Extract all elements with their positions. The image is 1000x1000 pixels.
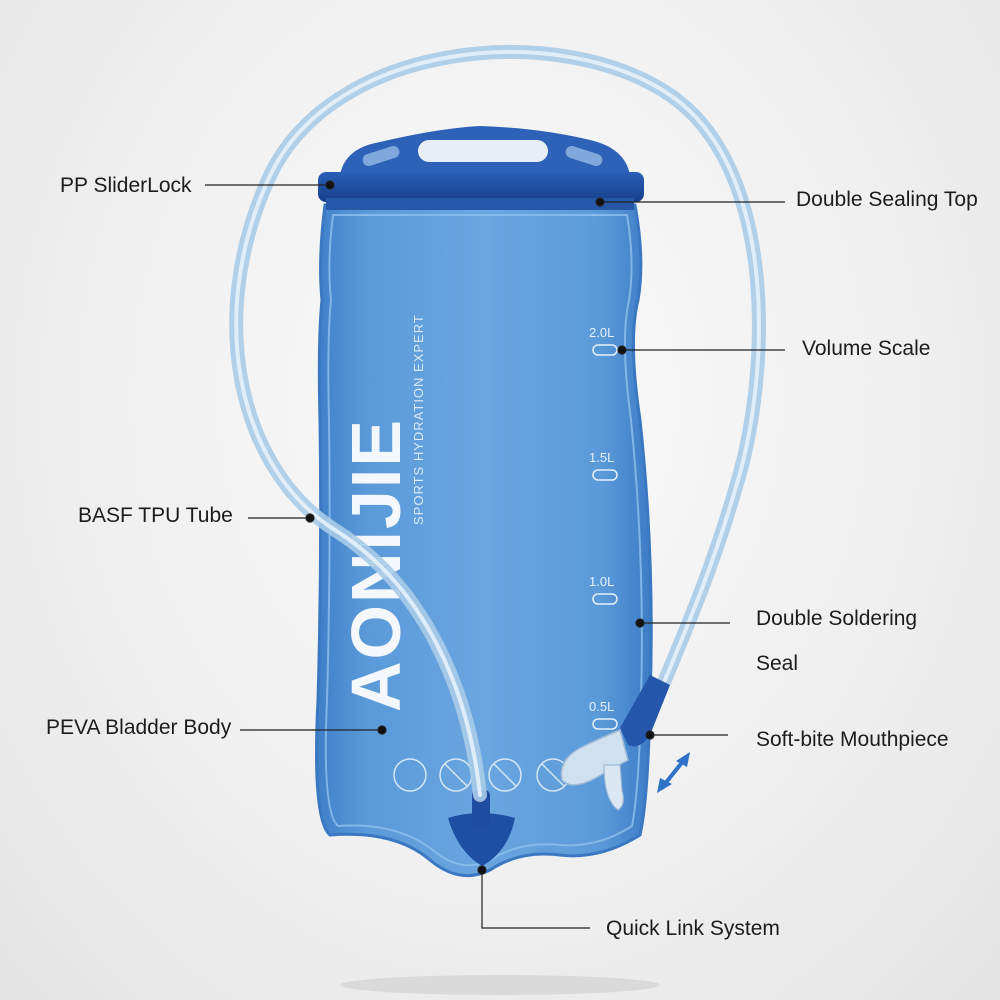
bite-valve bbox=[620, 675, 670, 747]
soft-bite-mouthpiece bbox=[560, 728, 629, 786]
quick-link-connector bbox=[448, 813, 515, 866]
handle-slot bbox=[418, 140, 548, 162]
callout-double-soldering-seal-line2: Seal bbox=[756, 652, 799, 675]
tpu-tube-highlight bbox=[234, 50, 761, 797]
callout-pp-sliderlock: PP SliderLock bbox=[60, 174, 192, 197]
handle-slot-right bbox=[565, 145, 603, 167]
brand-tagline: SPORTS HYDRATION EXPERT bbox=[411, 314, 426, 525]
rotation-arrow-icon bbox=[657, 752, 690, 793]
arrow-left-mark: → bbox=[358, 208, 369, 220]
scale-mark-1-0 bbox=[592, 593, 618, 605]
scale-label-1-5: 1.5L bbox=[589, 450, 614, 465]
scale-mark-1-5 bbox=[592, 469, 618, 481]
callout-peva-bladder-body: PEVA Bladder Body bbox=[46, 716, 232, 739]
scale-label-2-0: 2.0L bbox=[589, 325, 614, 340]
scale-mark-2-0 bbox=[592, 344, 618, 356]
floor-shadow bbox=[340, 975, 660, 995]
scale-label-0-5: 0.5L bbox=[589, 699, 614, 714]
callout-soft-bite-mouthpiece: Soft-bite Mouthpiece bbox=[756, 728, 949, 751]
callout-quick-link-system: Quick Link System bbox=[606, 917, 780, 940]
handle-slot-left bbox=[362, 145, 400, 167]
callout-double-soldering-seal-line1: Double Soldering bbox=[756, 607, 918, 630]
bladder-body bbox=[315, 203, 653, 878]
scale-label-1-0: 1.0L bbox=[589, 574, 614, 589]
sealing-strip bbox=[326, 198, 634, 210]
volume-scale: 2.0L 1.5L 1.0L 0.5L bbox=[589, 325, 618, 730]
callout-double-sealing-top: Double Sealing Top bbox=[796, 188, 978, 211]
callout-basf-tpu-tube: BASF TPU Tube bbox=[78, 504, 233, 527]
leader-lines bbox=[205, 180, 785, 929]
temperature-icon bbox=[393, 758, 427, 792]
slider-lock-bar bbox=[318, 172, 644, 202]
scale-mark-0-5 bbox=[592, 718, 618, 730]
no-dishwasher-icon bbox=[488, 758, 522, 792]
mouthpiece-tip bbox=[603, 764, 624, 811]
callout-volume-scale: Volume Scale bbox=[802, 337, 931, 360]
arrow-right-mark: ← bbox=[590, 208, 601, 220]
